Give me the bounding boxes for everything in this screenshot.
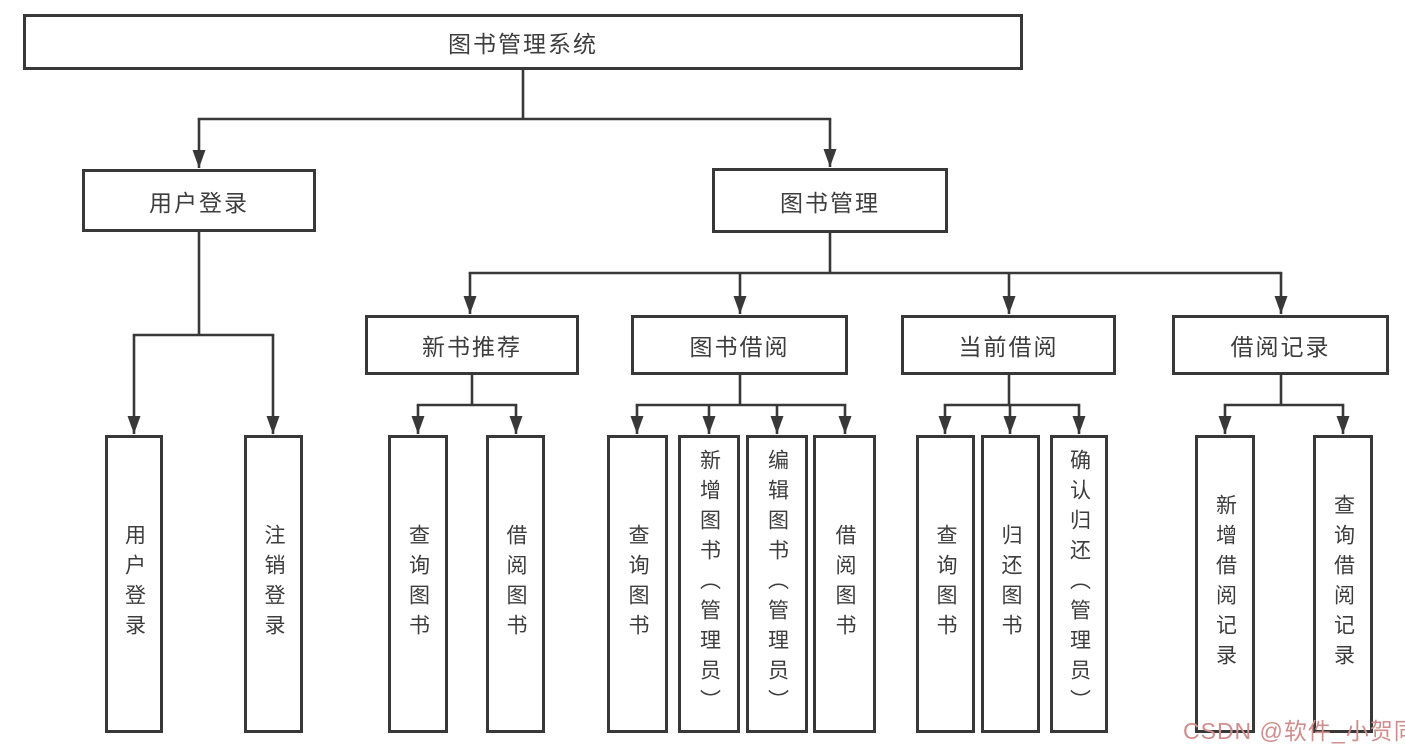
node-label: 借阅图书 (833, 524, 856, 644)
node-edit-books-admin: 编辑图书（管理员） (746, 435, 808, 733)
node-user-login: 用户登录 (105, 435, 163, 733)
node-label: 借阅图书 (504, 524, 527, 644)
node-current-borrowing: 当前借阅 (901, 315, 1116, 375)
node-query-books-1: 查询图书 (388, 435, 448, 733)
node-query-borrow-record: 查询借阅记录 (1313, 435, 1373, 733)
node-book-borrowing: 图书借阅 (631, 315, 848, 375)
node-label: 当前借阅 (958, 334, 1059, 360)
node-label: 用户登录 (122, 524, 146, 644)
node-label: 查询图书 (934, 524, 957, 644)
node-borrow-books-1: 借阅图书 (486, 435, 545, 733)
node-label: 借阅记录 (1230, 334, 1331, 360)
node-label: 编辑图书（管理员） (765, 449, 789, 719)
node-label: 新增图书（管理员） (697, 449, 721, 719)
node-label: 归还图书 (999, 524, 1022, 644)
node-new-book-recommendation: 新书推荐 (365, 315, 579, 375)
node-return-books: 归还图书 (981, 435, 1040, 733)
node-label: 查询图书 (406, 524, 430, 644)
node-label: 查询借阅记录 (1331, 494, 1355, 674)
csdn-watermark: CSDN @软件_小贺同学 (1183, 718, 1405, 744)
node-logout: 注销登录 (244, 435, 303, 733)
node-label: 新书推荐 (422, 334, 522, 360)
node-label: 注销登录 (262, 524, 285, 644)
node-borrow-books-2: 借阅图书 (813, 435, 876, 733)
node-label: 图书管理 (780, 189, 880, 216)
node-label: 图书管理系统 (448, 31, 598, 57)
node-label: 查询图书 (626, 524, 649, 644)
node-query-books-2: 查询图书 (607, 435, 668, 733)
node-user-login-branch: 用户登录 (82, 169, 316, 232)
node-book-management-branch: 图书管理 (712, 168, 948, 233)
node-borrow-records: 借阅记录 (1172, 315, 1389, 375)
node-label: 确认归还（管理员） (1067, 449, 1091, 719)
node-label: 用户登录 (149, 189, 249, 216)
node-label: 新增借阅记录 (1213, 494, 1237, 674)
node-query-books-3: 查询图书 (916, 435, 975, 733)
node-add-books-admin: 新增图书（管理员） (678, 435, 740, 733)
node-label: 图书借阅 (689, 334, 790, 360)
node-confirm-return-admin: 确认归还（管理员） (1050, 435, 1108, 733)
node-library-management-system: 图书管理系统 (23, 14, 1023, 70)
node-add-borrow-record: 新增借阅记录 (1195, 435, 1255, 733)
